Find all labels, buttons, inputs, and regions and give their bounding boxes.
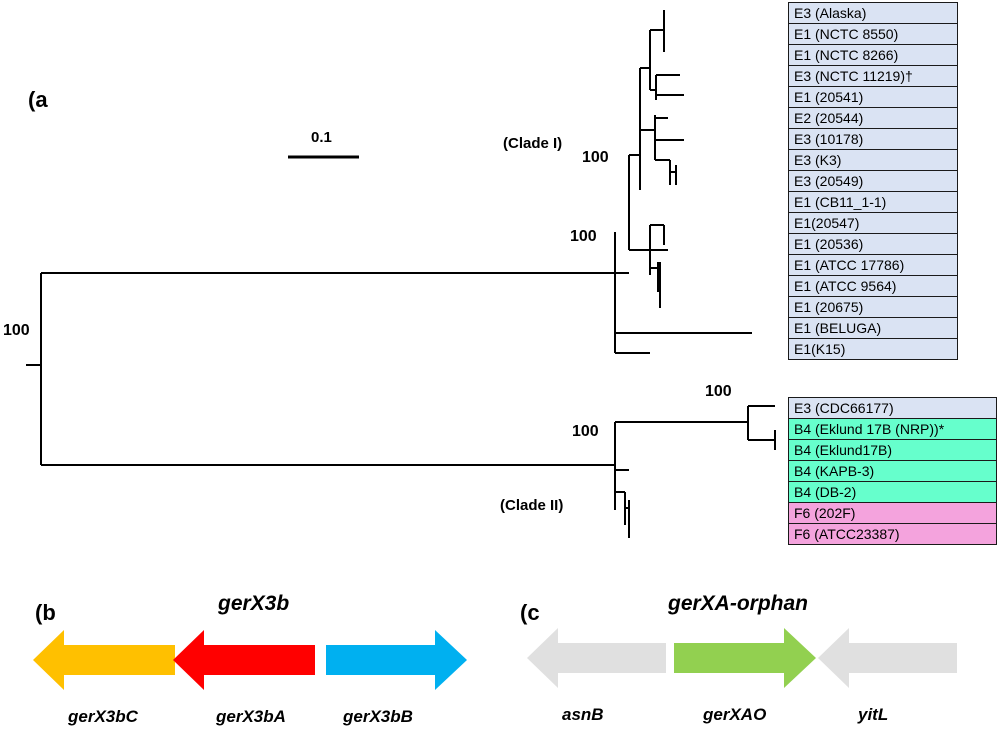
clade1-label: (Clade I) [503,135,563,152]
strain-label: F6 (202F) [788,502,997,524]
operon-b-title: gerX3b [218,592,290,615]
strain-label: E3 (10178) [788,128,958,150]
strain-label: B4 (Eklund17B) [788,439,997,461]
support-clade2-outer: 100 [572,423,599,440]
support-clade2-top: 100 [705,383,732,400]
gene-label-gerX3bA: gerX3bA [216,707,286,726]
strain-label: E1 (CB11_1-1) [788,191,958,213]
strain-label: E1 (BELUGA) [788,317,958,339]
strain-label: B4 (DB-2) [788,481,997,503]
strain-label: B4 (KAPB-3) [788,460,997,482]
gene-label-gerX3bB: gerX3bB [343,707,413,726]
gene-label-asnB: asnB [562,705,604,724]
strain-label: E1(20547) [788,212,958,234]
strain-label: E1 (ATCC 17786) [788,254,958,276]
strain-label: E3 (CDC66177) [788,397,997,419]
support-clade1-inner: 100 [582,149,609,166]
gene-arrow-gerX3bC [33,630,175,690]
strain-label: E1 (20675) [788,296,958,318]
gene-arrow-yitL [818,628,957,688]
strain-label: E1 (20536) [788,233,958,255]
panel-label-a: (a [28,87,48,112]
panel-label-b: (b [35,600,56,625]
panel-label-c: (c [520,600,540,625]
strain-list-clade1: E3 (Alaska) E1 (NCTC 8550) E1 (NCTC 8266… [788,2,958,360]
strain-label: E3 (NCTC 11219)† [788,65,958,87]
strain-label: E3 (K3) [788,149,958,171]
clade2-label: (Clade II) [500,497,564,514]
strain-label: E3 (20549) [788,170,958,192]
strain-label: E2 (20544) [788,107,958,129]
strain-list-clade2: E3 (CDC66177) B4 (Eklund 17B (NRP))* B4 … [788,397,997,545]
gene-label-gerXAO: gerXAO [703,705,767,724]
strain-label: E1 (NCTC 8266) [788,44,958,66]
operon-c-title: gerXA-orphan [668,592,809,615]
strain-label: E1 (NCTC 8550) [788,23,958,45]
strain-label: E3 (Alaska) [788,2,958,24]
gene-label-gerX3bC: gerX3bC [68,707,138,726]
operon-c-arrows [527,628,957,688]
gene-arrow-gerX3bB [326,630,467,690]
strain-label: F6 (ATCC23387) [788,523,997,545]
strain-label: E1 (ATCC 9564) [788,275,958,297]
operon-b-arrows [33,630,467,690]
gene-arrow-gerX3bA [173,630,315,690]
gene-arrow-asnB [527,628,666,688]
support-clade1-outer: 100 [570,228,597,245]
support-root: 100 [3,322,30,339]
strain-label: B4 (Eklund 17B (NRP))* [788,418,997,440]
gene-label-yitL: yitL [858,705,889,724]
scale-bar-label: 0.1 [311,129,332,146]
strain-label: E1(K15) [788,338,958,360]
strain-label: E1 (20541) [788,86,958,108]
gene-arrow-gerXAO [674,628,816,688]
